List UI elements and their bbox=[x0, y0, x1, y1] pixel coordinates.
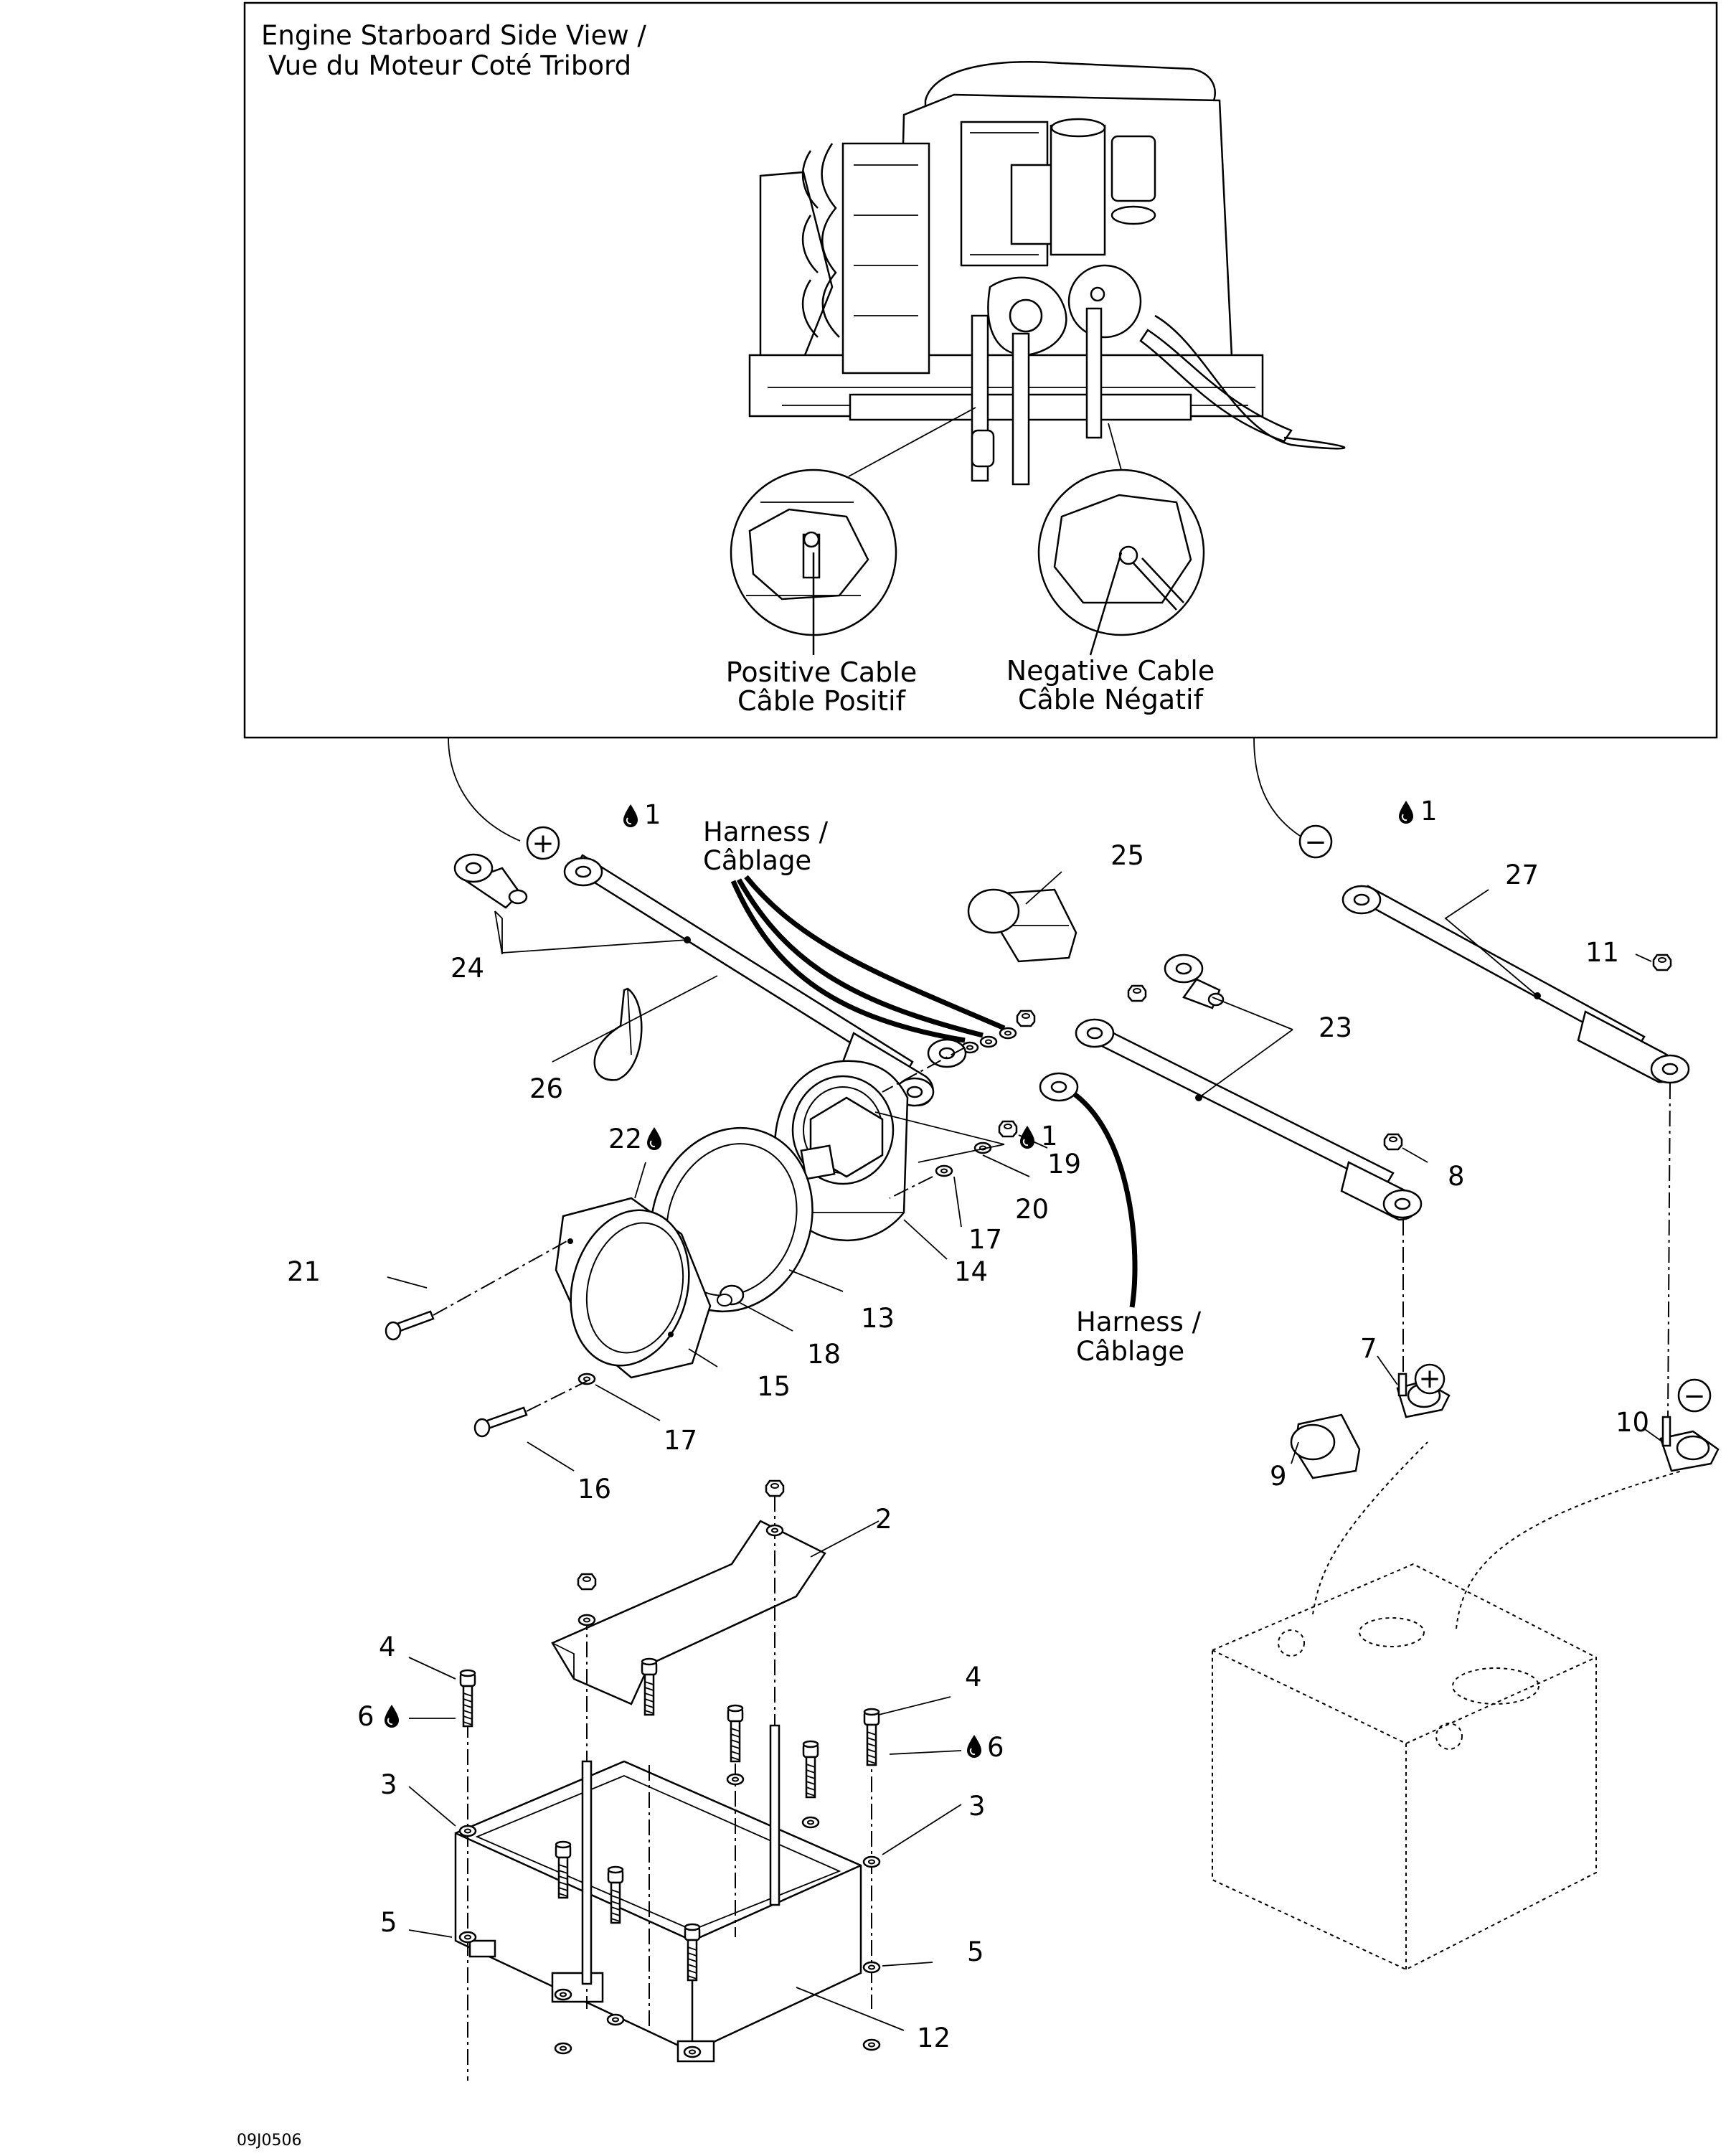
clamp-7-plus: + bbox=[1418, 1363, 1440, 1394]
part-number-1a: 1 bbox=[644, 799, 661, 830]
negative-cable-label-en: Negative Cable bbox=[1006, 655, 1215, 687]
part-number-5a: 5 bbox=[380, 1907, 397, 1938]
part-number-13: 13 bbox=[861, 1303, 895, 1334]
leader-lines bbox=[387, 871, 1664, 2031]
part-number-2: 2 bbox=[875, 1504, 892, 1535]
part-number-4a: 4 bbox=[379, 1632, 396, 1662]
part-number-25: 25 bbox=[1110, 840, 1144, 871]
positive-connector-curve bbox=[448, 737, 521, 842]
part-number-11: 11 bbox=[1585, 937, 1619, 968]
negative-cable-27 bbox=[1341, 885, 1690, 1084]
part-number-18: 18 bbox=[807, 1339, 841, 1370]
battery-tray-12 bbox=[454, 1760, 862, 2063]
positive-cable-23 bbox=[1075, 1018, 1423, 1221]
screw-16 bbox=[473, 1380, 588, 1438]
part-number-7: 7 bbox=[1360, 1333, 1377, 1364]
part-number-23: 23 bbox=[1319, 1012, 1352, 1043]
part-number-17a: 17 bbox=[968, 1224, 1002, 1255]
part-number-27: 27 bbox=[1505, 860, 1539, 890]
part-number-6a: 6 bbox=[357, 1701, 374, 1732]
hold-down-bracket-2 bbox=[551, 1520, 826, 1705]
part-number-4b: 4 bbox=[965, 1662, 982, 1693]
harness-bottom-line1: Harness / bbox=[1076, 1307, 1202, 1337]
part-number-10: 10 bbox=[1616, 1407, 1649, 1438]
part-number-19: 19 bbox=[1047, 1149, 1081, 1180]
negative-cable-detail bbox=[1037, 423, 1205, 656]
part-number-20: 20 bbox=[1015, 1194, 1049, 1225]
bracket-15 bbox=[555, 1197, 712, 1379]
positive-cable-label-en: Positive Cable bbox=[726, 656, 917, 688]
figure-code: 09J0506 bbox=[237, 2132, 301, 2150]
negative-terminal-symbol: − bbox=[1298, 824, 1333, 859]
svg-text:+: + bbox=[532, 828, 554, 859]
harness-top-line1: Harness / bbox=[703, 816, 829, 847]
positive-cable-detail bbox=[730, 407, 976, 655]
negative-connector-curve bbox=[1253, 737, 1301, 837]
positive-terminal-symbol: + bbox=[526, 826, 560, 860]
part-number-1c: 1 bbox=[1041, 1121, 1058, 1152]
inset-title-line2: Vue du Moteur Coté Tribord bbox=[268, 50, 631, 81]
terminal-cap-25 bbox=[967, 888, 1077, 963]
cable-tie-26 bbox=[593, 987, 643, 1081]
positive-clamp-7: + bbox=[1396, 1363, 1451, 1418]
spacer-18 bbox=[717, 1284, 745, 1307]
part-number-24: 24 bbox=[451, 953, 484, 984]
negative-clamp-10: − bbox=[1659, 1378, 1720, 1472]
part-number-17b: 17 bbox=[664, 1425, 697, 1456]
eyelet-23 bbox=[1164, 954, 1225, 1009]
terminal-cap-9 bbox=[1290, 1413, 1361, 1479]
part-number-15: 15 bbox=[757, 1371, 791, 1402]
negative-cable-label-fr: Câble Négatif bbox=[1018, 684, 1204, 715]
part-number-22: 22 bbox=[608, 1124, 642, 1154]
part-number-21: 21 bbox=[287, 1256, 321, 1287]
battery bbox=[1212, 1441, 1683, 1971]
harness-wires bbox=[730, 875, 1138, 1308]
positive-battery-cable-24 bbox=[563, 854, 935, 1107]
harness-bottom-line2: Câblage bbox=[1076, 1336, 1184, 1367]
part-number-3a: 3 bbox=[380, 1769, 397, 1800]
part-number-8: 8 bbox=[1448, 1161, 1465, 1192]
svg-text:−: − bbox=[1304, 827, 1326, 857]
part-number-5b: 5 bbox=[967, 1936, 984, 1967]
part-number-12: 12 bbox=[917, 2023, 951, 2053]
part-number-3b: 3 bbox=[968, 1791, 986, 1822]
part-number-26: 26 bbox=[529, 1073, 563, 1104]
harness-top-line2: Câblage bbox=[703, 845, 811, 876]
part-number-14: 14 bbox=[954, 1256, 988, 1287]
part-number-9: 9 bbox=[1270, 1461, 1287, 1492]
part-number-16: 16 bbox=[577, 1474, 611, 1505]
inset-title-line1: Engine Starboard Side View / bbox=[261, 20, 646, 51]
part-number-6b: 6 bbox=[987, 1732, 1004, 1763]
clamp-10-minus: − bbox=[1683, 1380, 1705, 1411]
screw-21 bbox=[385, 1241, 567, 1341]
eyelet-24 bbox=[453, 853, 528, 909]
positive-cable-label-fr: Câble Positif bbox=[737, 685, 907, 717]
part-number-1b: 1 bbox=[1420, 796, 1438, 827]
engine-starboard-drawing bbox=[748, 61, 1346, 486]
